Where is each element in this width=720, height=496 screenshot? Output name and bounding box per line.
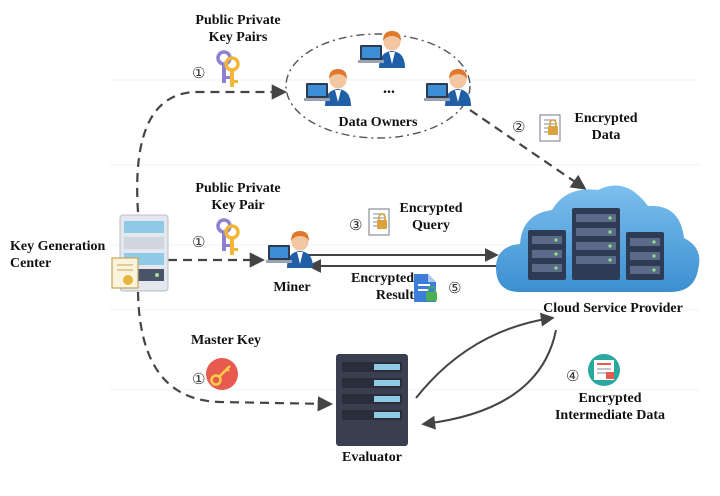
arrow-kgc-to-evaluator: [136, 291, 334, 412]
step-1-keypair: ①: [192, 233, 205, 251]
laptop-icon: [358, 45, 384, 63]
server-rack-icon: [528, 208, 664, 280]
data-owner-person-1: [358, 31, 405, 68]
encrypted-result-label: Encrypted Result: [351, 271, 414, 303]
step-3: ③: [349, 216, 362, 234]
step-1-masterkey: ①: [192, 370, 205, 388]
encrypted-data-label: Encrypted Data: [574, 111, 638, 143]
data-owner-person-2: [304, 69, 351, 106]
arrow-kgc-to-data-owners: [136, 84, 288, 213]
cloud-service-provider-label: Cloud Service Provider: [543, 301, 683, 316]
key-generation-center-node: [111, 214, 169, 292]
public-private-key-pair-label: Public Private Key Pair: [195, 181, 281, 213]
encrypted-result-document-icon: [414, 274, 437, 302]
public-private-key-pairs-label: Public Private Key Pairs: [195, 13, 281, 45]
data-owner-person-3: [424, 69, 471, 106]
certificate-icon: [111, 257, 139, 289]
arrow-evaluator-to-csp: [415, 312, 555, 399]
encrypted-query-document-icon: [368, 208, 390, 236]
laptop-icon: [304, 83, 330, 101]
encrypted-query-label: Encrypted Query: [399, 201, 463, 233]
evaluator-label: Evaluator: [342, 450, 402, 465]
master-key-icon: [206, 358, 238, 390]
evaluator-server-icon: [336, 354, 408, 446]
step-4: ④: [566, 367, 579, 385]
encrypted-data-document-icon: [539, 114, 561, 142]
laptop-icon: [424, 83, 450, 101]
arrow-data-owners-to-csp: [469, 109, 587, 190]
key-generation-center-label: Key Generation Center: [10, 239, 106, 271]
laptop-icon: [266, 245, 292, 263]
cloud-service-provider-node: [496, 185, 700, 292]
miner-label: Miner: [273, 280, 311, 295]
encrypted-intermediate-data-label: Encrypted Intermediate Data: [554, 391, 666, 423]
master-key-label: Master Key: [190, 333, 262, 348]
arrow-csp-to-evaluator: [421, 329, 557, 430]
data-owners-group: [285, 33, 471, 139]
data-owners-ellipsis: ...: [383, 80, 395, 97]
encrypted-intermediate-data-icon: [588, 354, 620, 386]
data-owners-label: Data Owners: [338, 115, 418, 130]
step-5: ⑤: [448, 279, 461, 297]
key-pair-icon: [216, 218, 240, 257]
key-pair-icon: [216, 50, 240, 89]
miner-person: [266, 231, 313, 268]
step-2: ②: [512, 118, 525, 136]
step-1-keypairs: ①: [192, 64, 205, 82]
